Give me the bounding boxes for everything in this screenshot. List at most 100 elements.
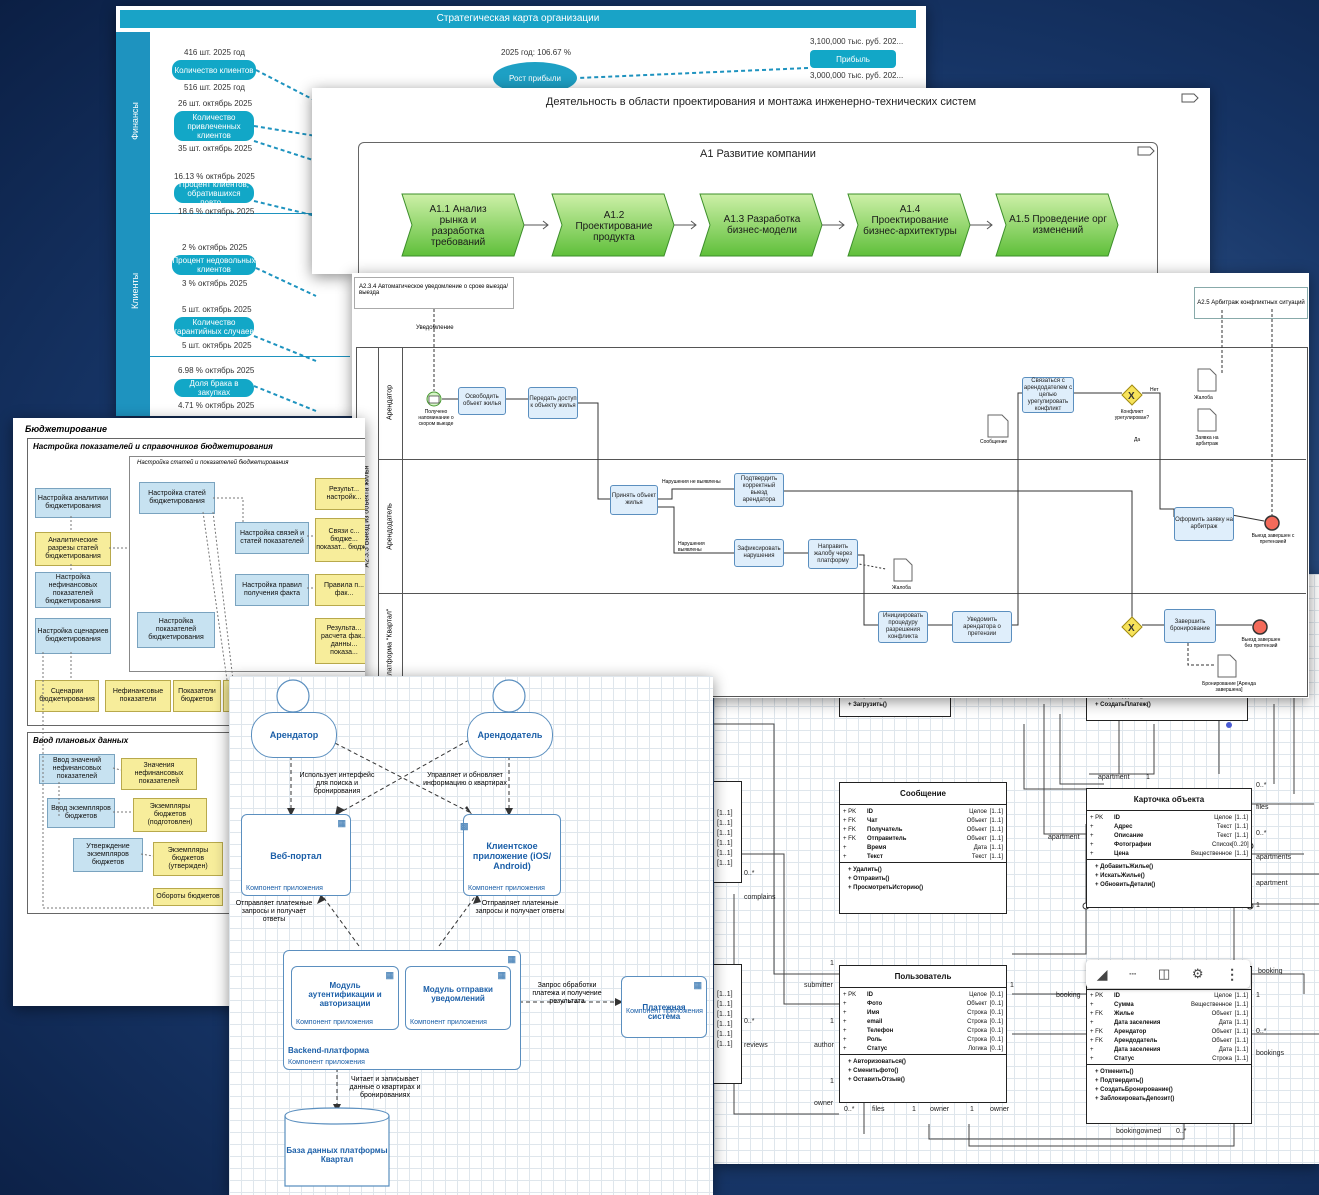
fill-color-icon[interactable]: ◢ bbox=[1096, 965, 1108, 982]
process-step-2-label: А1.2 Проектирование продукта bbox=[575, 210, 653, 243]
actor-landlord[interactable]: Арендодатель bbox=[467, 712, 553, 758]
assoc-label: 1 bbox=[830, 1018, 834, 1025]
budget-box[interactable]: Сценарии бюджетирования bbox=[35, 680, 99, 712]
budget-box[interactable]: Нефинансовые показатели bbox=[105, 680, 171, 712]
budget-box[interactable]: Обороты бюджетов bbox=[153, 888, 223, 906]
budget-box[interactable]: Ввод экземпляров бюджетов bbox=[47, 798, 115, 828]
task-accept-property[interactable]: Принять объект жилья bbox=[610, 485, 658, 515]
budget-box[interactable]: Настройка статей бюджетирования bbox=[139, 482, 215, 514]
database-label[interactable]: База данных платформы Квартал bbox=[286, 1146, 388, 1164]
mult: [1..1] bbox=[717, 830, 733, 837]
budget-group-1-title: Настройка показателей и справочников бюд… bbox=[33, 442, 273, 451]
flow-label: Да bbox=[1134, 437, 1141, 443]
doc-label: Заявка на арбитраж bbox=[1195, 435, 1219, 447]
budget-box[interactable]: Утверждение экземпляров бюджетов bbox=[73, 838, 143, 872]
assoc-label: 1 bbox=[1146, 774, 1150, 781]
process-step-5-label: А1.5 Проведение орг изменений bbox=[1009, 214, 1107, 236]
process-title: Деятельность в области проектирования и … bbox=[545, 96, 977, 108]
kpi-profit[interactable]: Прибыль bbox=[810, 50, 896, 68]
metric-label: 2 % октябрь 2025 bbox=[182, 243, 248, 252]
budget-box[interactable]: Настройка аналитики бюджетирования bbox=[35, 488, 111, 518]
flow-label: Нарушения не выявлены bbox=[662, 479, 721, 485]
component-payment-system[interactable]: Платежная система Компонент приложения ▦ bbox=[621, 976, 707, 1038]
mult: [1..1] bbox=[717, 820, 733, 827]
budget-box[interactable]: Настройка связей и статей показателей bbox=[235, 522, 309, 554]
kpi-defect-share[interactable]: Доля брака в закупках bbox=[174, 379, 254, 397]
uml-op: + Отправить() bbox=[848, 876, 890, 882]
component-auth-module[interactable]: Модуль аутентификации и авторизации Комп… bbox=[291, 966, 399, 1030]
process-frame-icon bbox=[1181, 93, 1199, 103]
kpi-warranty-cases[interactable]: Количество гарантийных случаев bbox=[174, 317, 254, 337]
hierarchy-icon[interactable]: ◫ bbox=[1158, 966, 1171, 981]
component-type: Компонент приложения bbox=[288, 1059, 365, 1066]
budget-box[interactable]: Результ... настройк... bbox=[315, 478, 365, 510]
component-web-portal[interactable]: Веб-портал Компонент приложения ▦ bbox=[241, 814, 351, 896]
task-confirm-departure[interactable]: Подтвердить корректный выезд арендатора bbox=[734, 473, 784, 507]
task-free-property[interactable]: Освободить объект жилья bbox=[458, 387, 506, 415]
budget-box[interactable]: Показатели бюджетов bbox=[173, 680, 221, 712]
metric-label: 35 шт. октябрь 2025 bbox=[178, 144, 253, 153]
kpi-new-clients[interactable]: Количество привлеченных клиентов bbox=[174, 111, 254, 141]
process-group bbox=[358, 142, 1158, 274]
uml-op: + ОставитьОтзыв() bbox=[848, 1077, 905, 1083]
flow-label: Нет bbox=[1150, 387, 1159, 393]
bpmn-flows: X X bbox=[426, 309, 1280, 678]
uml-operations: + ДобавитьЖилье() + ИскатьЖилье() + Обно… bbox=[1087, 859, 1251, 893]
task-send-complaint[interactable]: Направить жалобу через платформу bbox=[808, 539, 858, 569]
component-icon: ▦ bbox=[693, 980, 702, 990]
task-file-arbitration[interactable]: Оформить заявку на арбитраж bbox=[1174, 507, 1234, 541]
task-complete-booking[interactable]: Завершить бронирование bbox=[1164, 609, 1216, 643]
budget-box[interactable]: Значения нефинансовых показателей bbox=[121, 758, 197, 790]
kpi-clients-count[interactable]: Количество клиентов bbox=[172, 60, 256, 80]
budget-box[interactable]: Экземпляры бюджетов (утвержден) bbox=[153, 842, 223, 876]
budget-box[interactable]: Правила п... фак... bbox=[315, 574, 365, 606]
task-transfer-access[interactable]: Передать доступ к объекту жилья bbox=[528, 387, 578, 419]
assoc-label: apartment bbox=[1098, 774, 1130, 781]
budget-connectors bbox=[42, 497, 315, 909]
component-mobile-app[interactable]: Клиентское приложение (iOS/ Android) Ком… bbox=[460, 814, 561, 896]
uml-op: + ОбновитьДетали() bbox=[1095, 882, 1156, 888]
more-vert-icon[interactable]: ⋮ bbox=[1225, 965, 1240, 982]
actor-tenant[interactable]: Арендатор bbox=[251, 712, 337, 758]
task-record-violations[interactable]: Зафиксировать нарушения bbox=[734, 539, 784, 567]
line-style-icon[interactable]: ┄ bbox=[1129, 967, 1137, 981]
budget-box[interactable]: Связи с... бюдже... показат... бюдж... bbox=[315, 518, 365, 562]
budget-box[interactable]: Аналитические разрезы статей бюджетирова… bbox=[35, 532, 111, 566]
uml-operations: + Удалить() + Отправить() + ПросмотретьИ… bbox=[840, 862, 1006, 896]
budget-box[interactable]: Результа... расчета фак... данны... пока… bbox=[315, 618, 365, 664]
budget-box[interactable]: Настройка правил получения факта bbox=[235, 574, 309, 606]
kpi-unhappy-clients[interactable]: Процент недовольных клиентов bbox=[172, 255, 256, 275]
metric-label: 5 шт. октябрь 2025 bbox=[182, 305, 252, 314]
settings-icon[interactable]: ⚙ bbox=[1191, 966, 1204, 981]
budget-box[interactable]: Экземпляры бюджетов (подготовлен) bbox=[133, 798, 207, 832]
budget-group-inner bbox=[129, 456, 365, 672]
edge-label: Отправляет платежные запросы и получает … bbox=[235, 900, 313, 923]
uml-class-title: Пользователь bbox=[840, 966, 1006, 988]
doc-icon bbox=[1197, 368, 1217, 392]
task-notify-tenant[interactable]: Уведомить арендатора о претензии bbox=[952, 611, 1012, 643]
task-contact-landlord[interactable]: Связаться с арендодателем с целью урегул… bbox=[1022, 377, 1074, 413]
component-notify-module[interactable]: Модуль отправки уведомлений Компонент пр… bbox=[405, 966, 511, 1030]
budget-box[interactable]: Настройка показателей бюджетирования bbox=[137, 612, 215, 648]
kpi-repeat-clients[interactable]: Процент клиентов, обратившихся повто... bbox=[174, 180, 254, 207]
task-initiate-resolution[interactable]: Инициировать процедуру разрешения конфли… bbox=[878, 611, 928, 643]
metric-label: 516 шт. 2025 год bbox=[184, 83, 245, 92]
mult: [1..1] bbox=[717, 1041, 733, 1048]
assoc-label: owner bbox=[930, 1106, 950, 1113]
budget-box[interactable]: Настройка нефинансовых показателей бюдже… bbox=[35, 572, 111, 608]
edge-label: Запрос обработки платежа и получение рез… bbox=[532, 982, 602, 1005]
budget-box[interactable]: Ввод значений нефинансовых показателей bbox=[39, 754, 115, 784]
process-step-1 bbox=[401, 193, 525, 257]
budget-box[interactable]: Настройка сценариев бюджетирования bbox=[35, 618, 111, 654]
doc-label: Жалоба bbox=[1194, 395, 1213, 401]
component-type: Компонент приложения bbox=[626, 1008, 703, 1015]
